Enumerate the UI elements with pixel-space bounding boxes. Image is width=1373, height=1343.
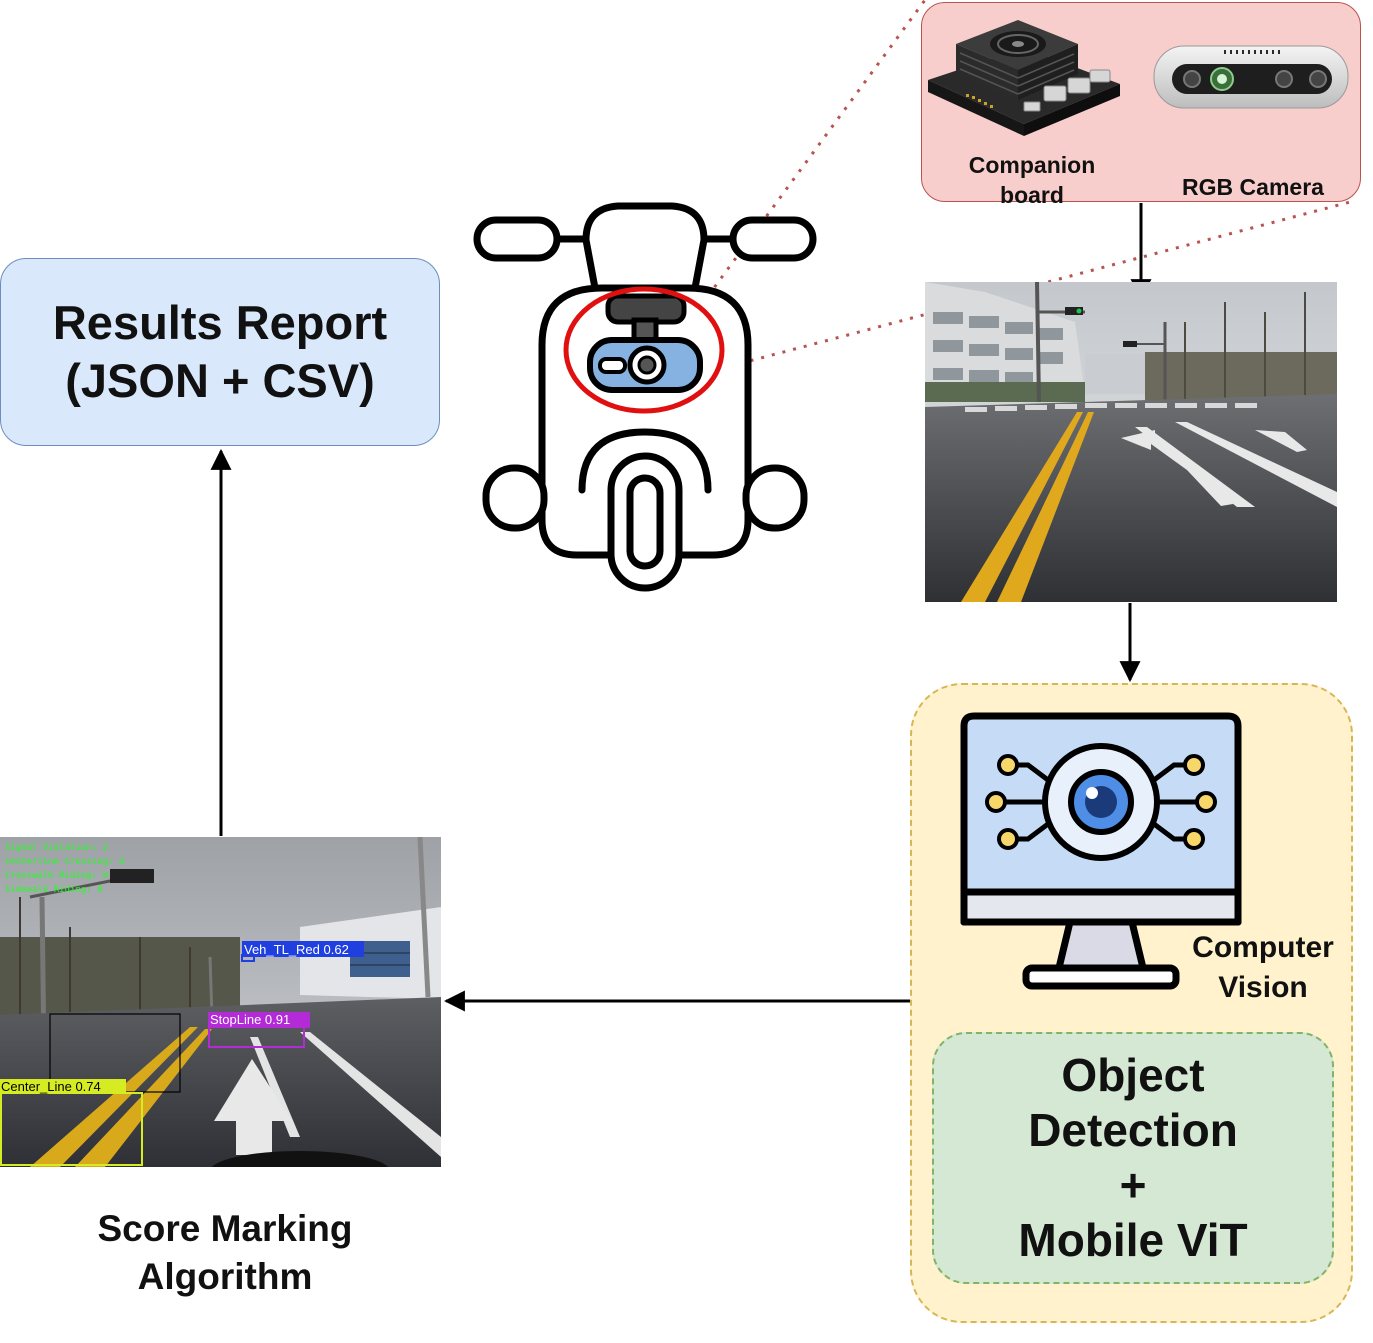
od-line2: Detection — [1028, 1104, 1238, 1156]
dashcam-highlight-ring — [563, 286, 725, 414]
detection-stop-line-label: StopLine 0.91 — [210, 1012, 290, 1027]
results-report-box: Results Report (JSON + CSV) — [0, 258, 440, 446]
monitor-eye-icon — [960, 712, 1242, 990]
score-label-line1: Score Marking — [97, 1208, 353, 1249]
od-line1: Object — [1061, 1049, 1205, 1101]
object-detection-box: Object Detection + Mobile ViT — [932, 1032, 1334, 1284]
computer-vision-label: Computer Vision — [1178, 928, 1348, 1008]
detection-output-frame: Signal Violation: 2 Centerline Crossing:… — [0, 837, 441, 1167]
rgb-camera-icon — [1153, 45, 1349, 109]
detection-traffic-light-label: Veh_TL_Red 0.62 — [244, 942, 349, 957]
companion-board-label: Companion board — [946, 150, 1118, 210]
hud-centerline-crossing: Centerline Crossing: 4 — [5, 857, 124, 867]
dashcam-icon — [587, 293, 703, 393]
companion-label-line2: board — [1000, 182, 1064, 208]
companion-label-line1: Companion — [968, 152, 1096, 178]
scooter-icon — [473, 202, 817, 592]
companion-board-icon — [928, 20, 1120, 136]
cv-label-line1: Computer — [1192, 931, 1334, 964]
detection-center-line-label: Center_Line 0.74 — [1, 1079, 101, 1094]
camera-road-view — [925, 282, 1337, 602]
hud-crosswalk-riding: Crosswalk Riding: 0 — [5, 871, 108, 881]
od-line3: + — [1119, 1159, 1147, 1211]
score-marking-label: Score Marking Algorithm — [30, 1205, 420, 1301]
od-line4: Mobile ViT — [1018, 1214, 1248, 1266]
cv-label-line2: Vision — [1218, 971, 1308, 1004]
results-report-title: Results Report — [52, 296, 388, 349]
score-label-line2: Algorithm — [137, 1256, 313, 1297]
results-report-format: (JSON + CSV) — [65, 354, 375, 407]
hud-sidewalk-riding: Sidewalk Riding: 0 — [5, 885, 103, 895]
rgb-camera-label: RGB Camera — [1182, 174, 1324, 200]
hud-signal-violation: Signal Violation: 2 — [5, 843, 108, 853]
